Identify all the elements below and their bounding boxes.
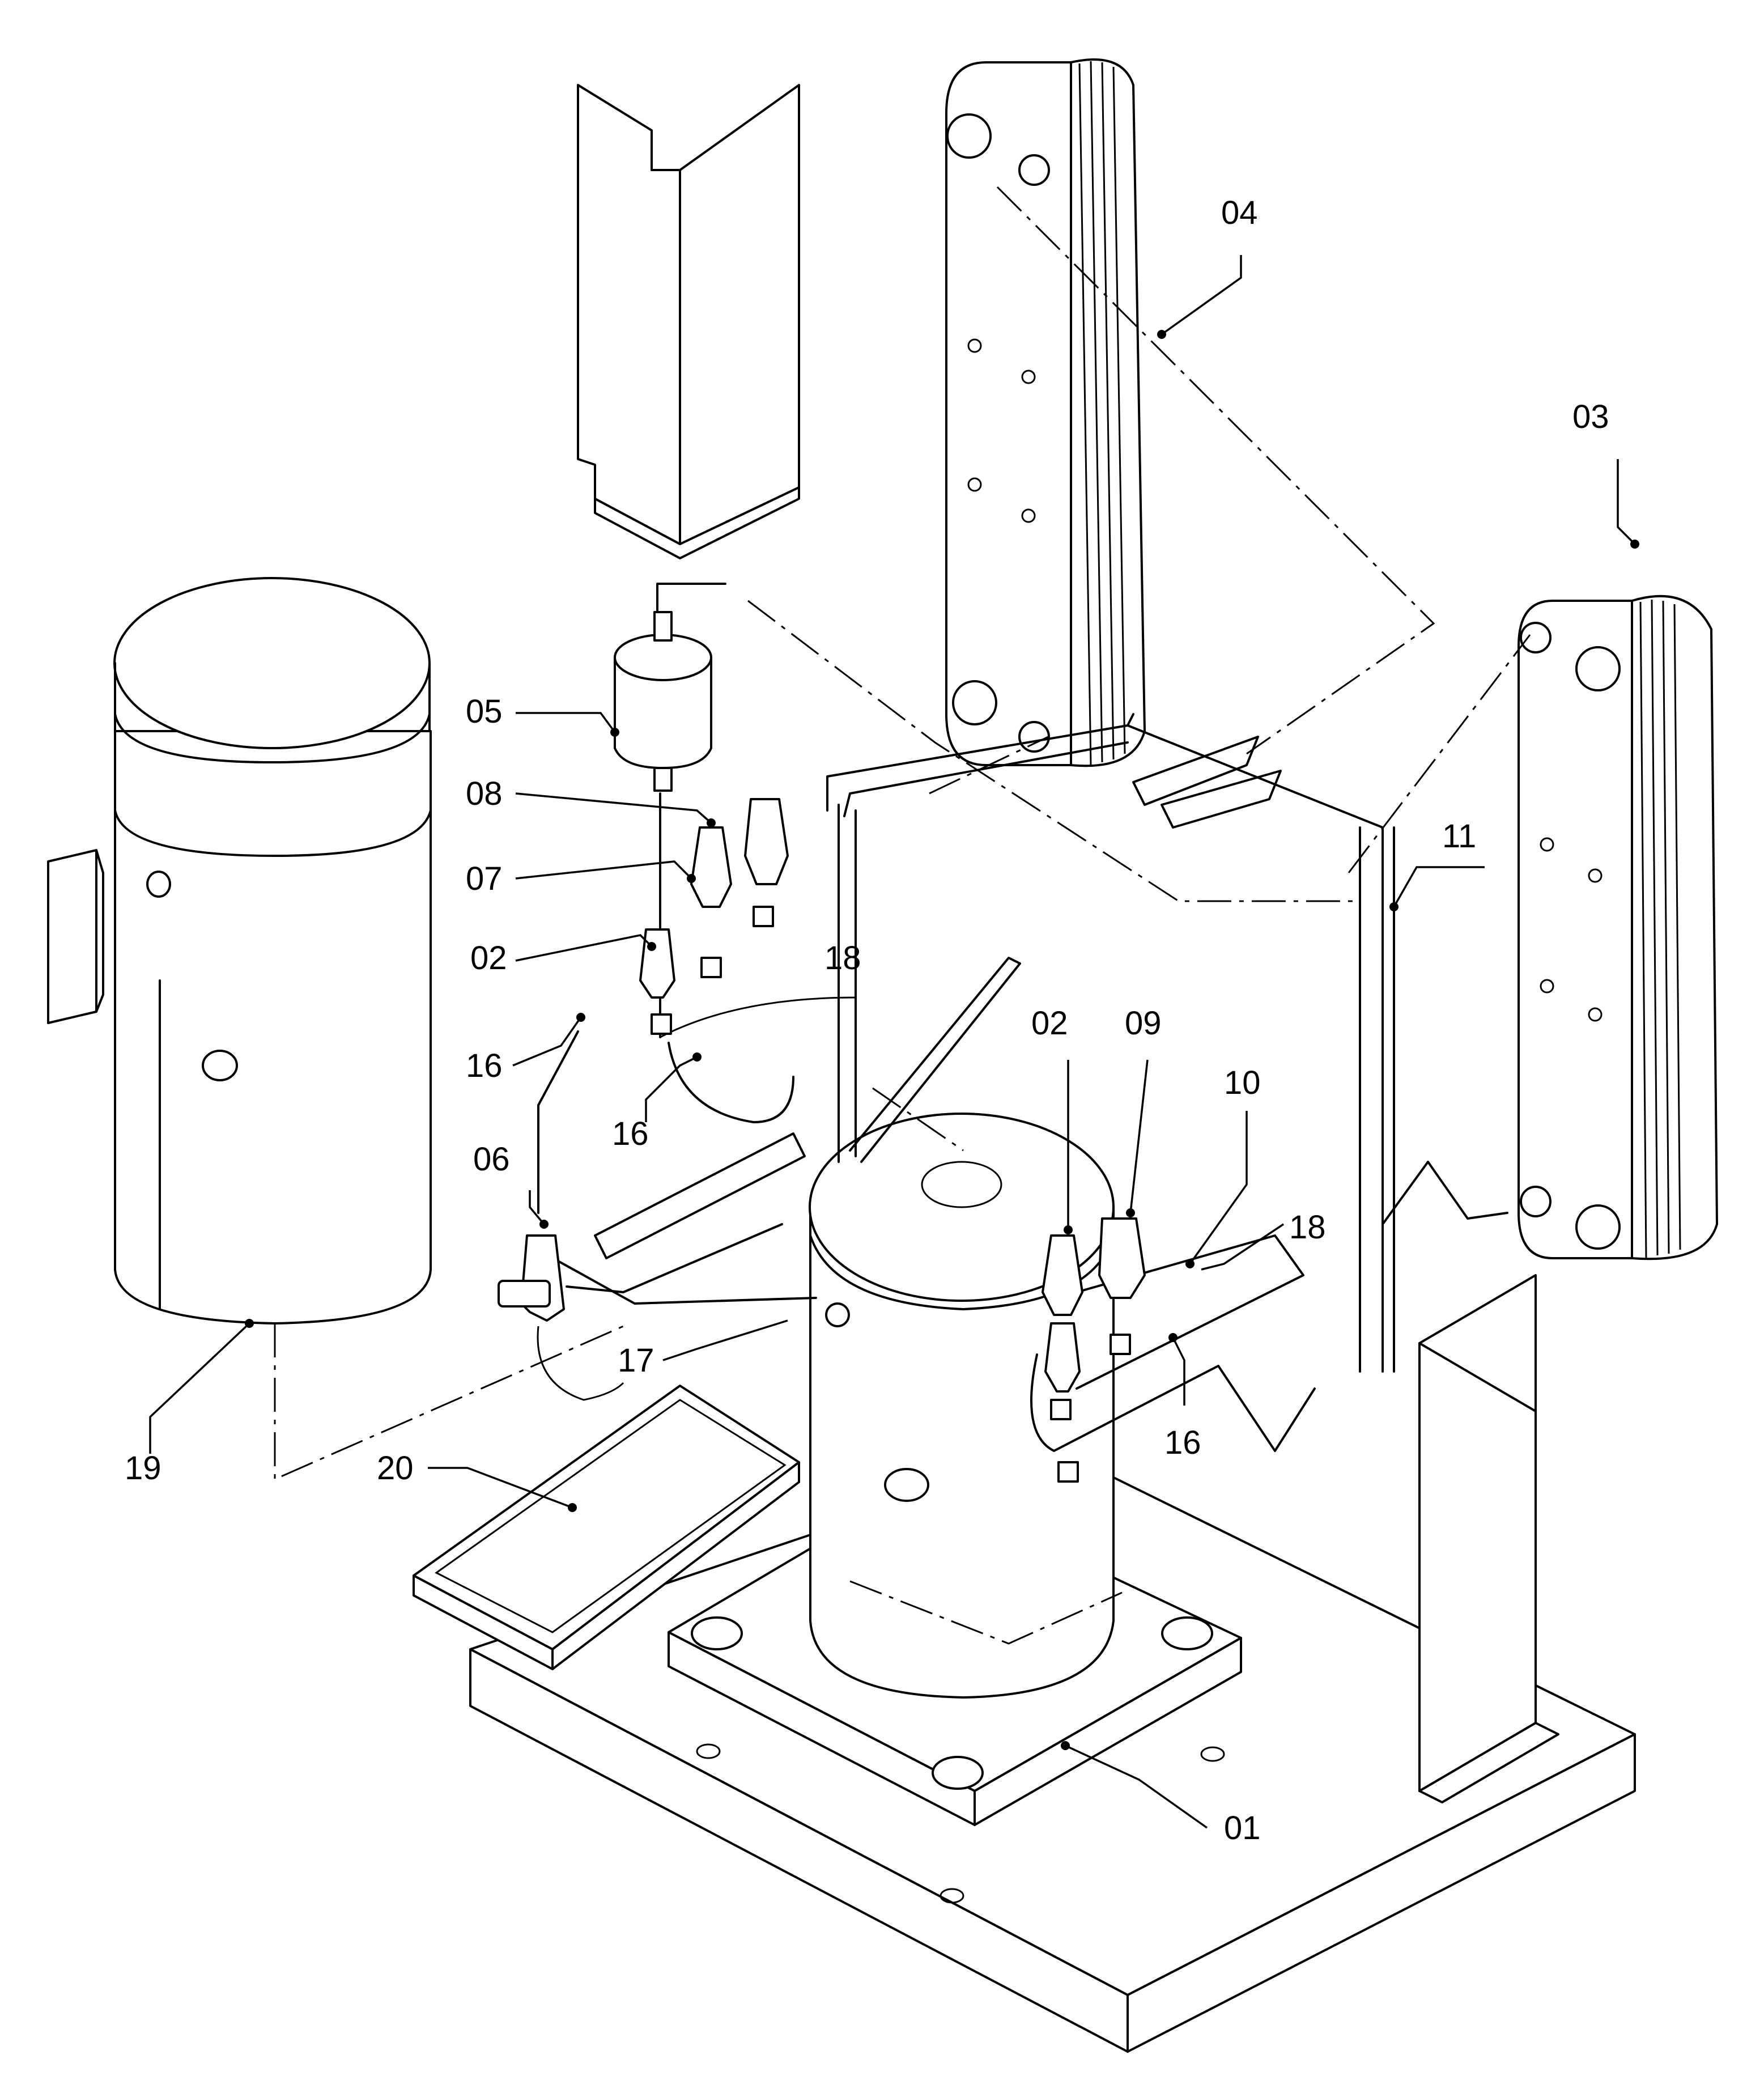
callout-02b: 02 [1031, 1005, 1068, 1042]
callout-18b: 18 [1289, 1209, 1326, 1246]
assembly-lines [274, 186, 1531, 1645]
callout-17: 17 [618, 1342, 654, 1379]
expansion-valve [498, 1234, 624, 1401]
valves-lower [1042, 1217, 1146, 1483]
callout-04: 04 [1221, 194, 1258, 231]
callout-19: 19 [125, 1450, 161, 1487]
plate-heat-exchanger-04 [945, 58, 1146, 767]
callout-06: 06 [473, 1141, 510, 1178]
filter-drier [614, 611, 712, 792]
leader-dots [245, 330, 1639, 1750]
valves-upper [639, 798, 789, 1035]
callout-03: 03 [1572, 398, 1609, 435]
callout-10: 10 [1224, 1064, 1261, 1101]
callout-02a: 02 [470, 940, 507, 977]
bracket-top-left [577, 84, 800, 559]
callout-07: 07 [466, 860, 503, 897]
callout-labels: 04 03 05 08 07 02 18 02 09 11 10 16 16 0… [125, 194, 1609, 1846]
drip-tray [413, 1385, 800, 1670]
callout-16c: 16 [1164, 1424, 1201, 1461]
callout-09: 09 [1125, 1005, 1162, 1042]
callout-16b: 16 [612, 1115, 649, 1152]
callout-16a: 16 [466, 1047, 503, 1084]
callout-08: 08 [466, 775, 503, 812]
callout-18a: 18 [824, 940, 861, 977]
callout-20: 20 [377, 1450, 414, 1487]
piping [532, 583, 1508, 1452]
callout-11: 11 [1442, 818, 1476, 855]
callout-01: 01 [1224, 1810, 1261, 1846]
compressor [809, 1113, 1115, 1699]
callout-05: 05 [466, 693, 503, 730]
leader-lines [149, 255, 1636, 1829]
bracket-bottom-right [1418, 1274, 1559, 1803]
liquid-receiver [47, 577, 432, 1325]
plate-heat-exchanger-03 [1518, 595, 1718, 1260]
